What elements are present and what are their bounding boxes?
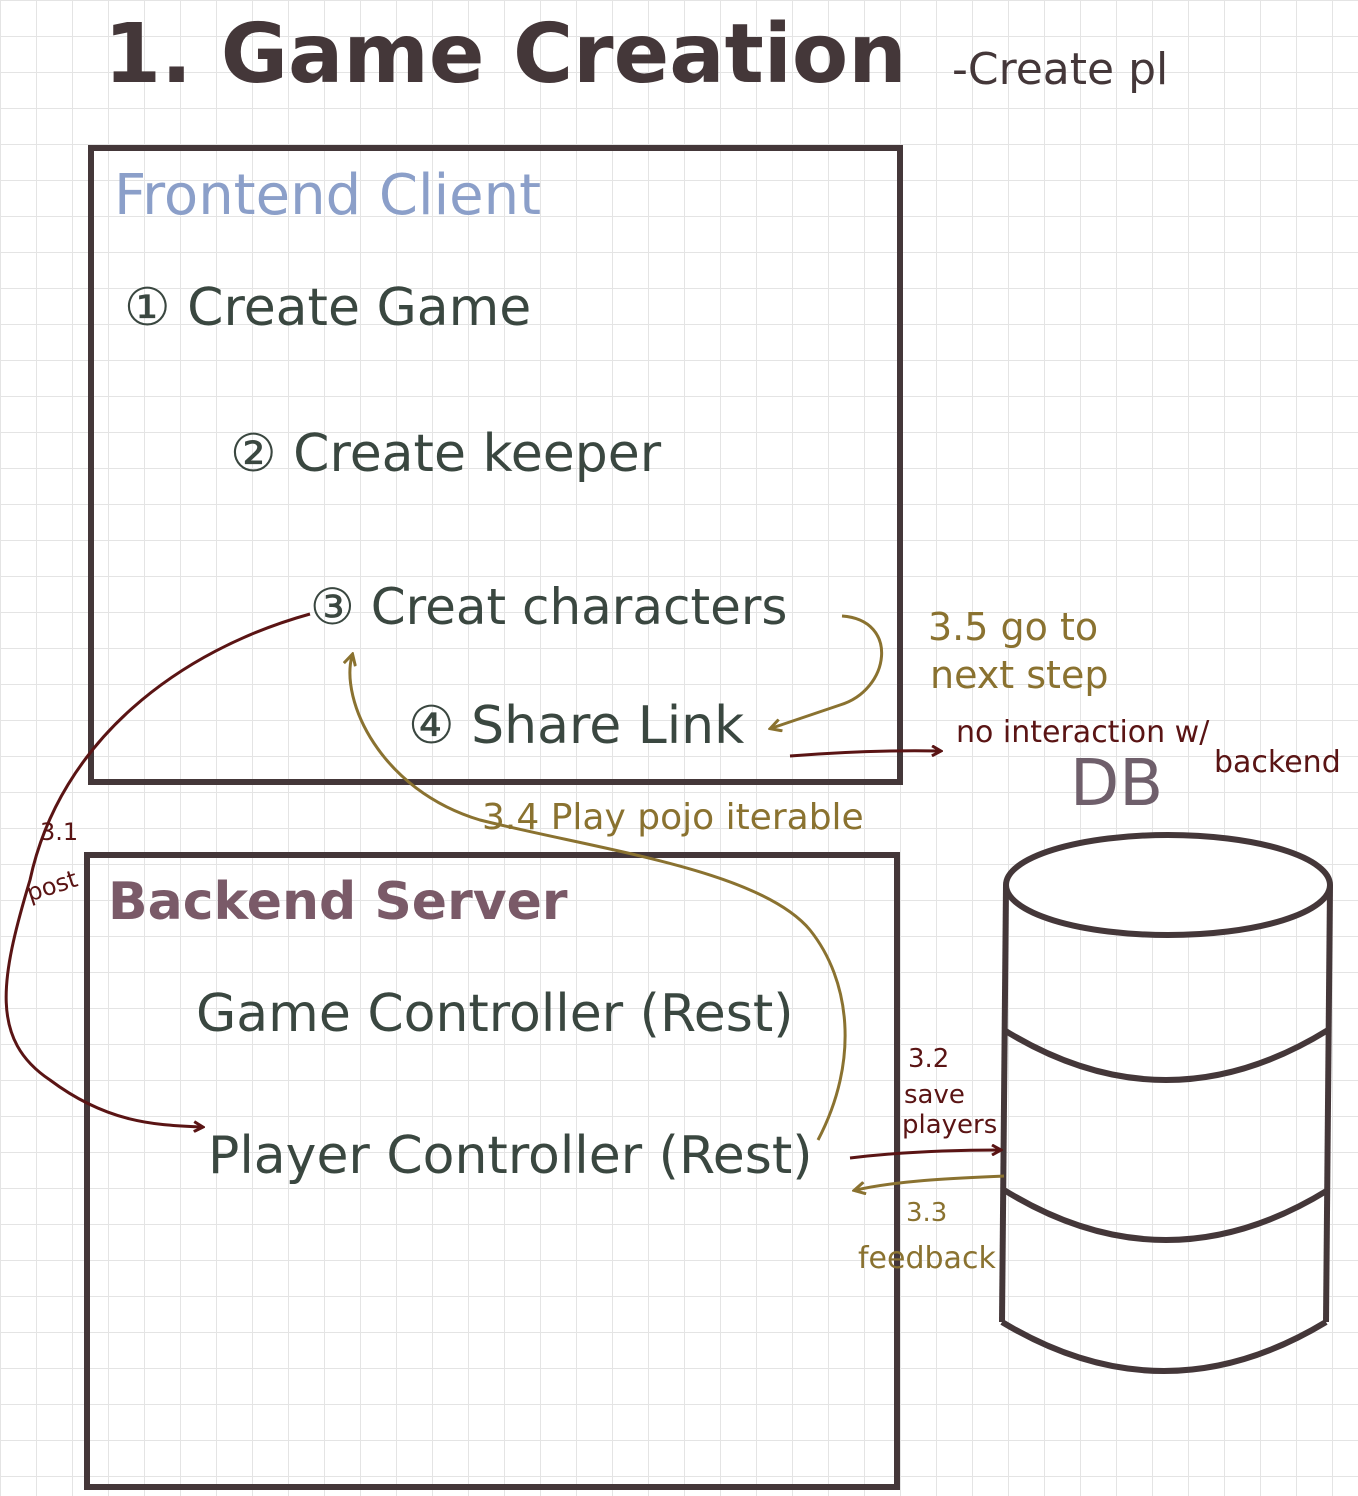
post-arrow xyxy=(4,612,311,1127)
next-step-label-line2: next step xyxy=(930,653,1109,697)
no-interaction-arrow xyxy=(789,751,940,758)
player-controller-label: Player Controller (Rest) xyxy=(208,1126,813,1186)
save-step-number: 3.2 xyxy=(908,1044,950,1074)
save-players-arrow xyxy=(849,1150,1000,1160)
no-interaction-label-line1: no interaction w/ xyxy=(956,715,1210,750)
post-step-number: 3.1 xyxy=(40,818,79,846)
step-create-characters: ③ Creat characters xyxy=(310,578,788,636)
backend-server-box xyxy=(84,852,900,1490)
step-create-game: ① Create Game xyxy=(124,278,532,338)
frontend-client-label: Frontend Client xyxy=(114,163,542,228)
next-step-arrow xyxy=(772,614,883,728)
backend-server-label: Backend Server xyxy=(108,872,568,932)
page-title: 1. Game Creation xyxy=(104,7,907,102)
db-label: DB xyxy=(1070,747,1164,821)
step-create-keeper: ② Create keeper xyxy=(230,424,662,484)
title-note: -Create pl xyxy=(952,44,1169,95)
feedback-arrow xyxy=(856,1174,1005,1190)
feedback-step-number: 3.3 xyxy=(906,1198,948,1228)
game-controller-label: Game Controller (Rest) xyxy=(196,984,794,1044)
step-share-link: ④ Share Link xyxy=(408,696,745,756)
pojo-arrow xyxy=(350,656,847,1141)
save-label-line2: players xyxy=(902,1110,998,1140)
feedback-label: feedback xyxy=(858,1241,996,1276)
pojo-label: 3.4 Play pojo iterable xyxy=(482,797,864,838)
save-label-line1: save xyxy=(904,1080,965,1110)
no-interaction-label-line2: backend xyxy=(1214,745,1341,780)
next-step-label-line1: 3.5 go to xyxy=(928,605,1099,649)
frontend-client-box xyxy=(88,145,903,785)
database-cylinder xyxy=(999,832,1333,1374)
